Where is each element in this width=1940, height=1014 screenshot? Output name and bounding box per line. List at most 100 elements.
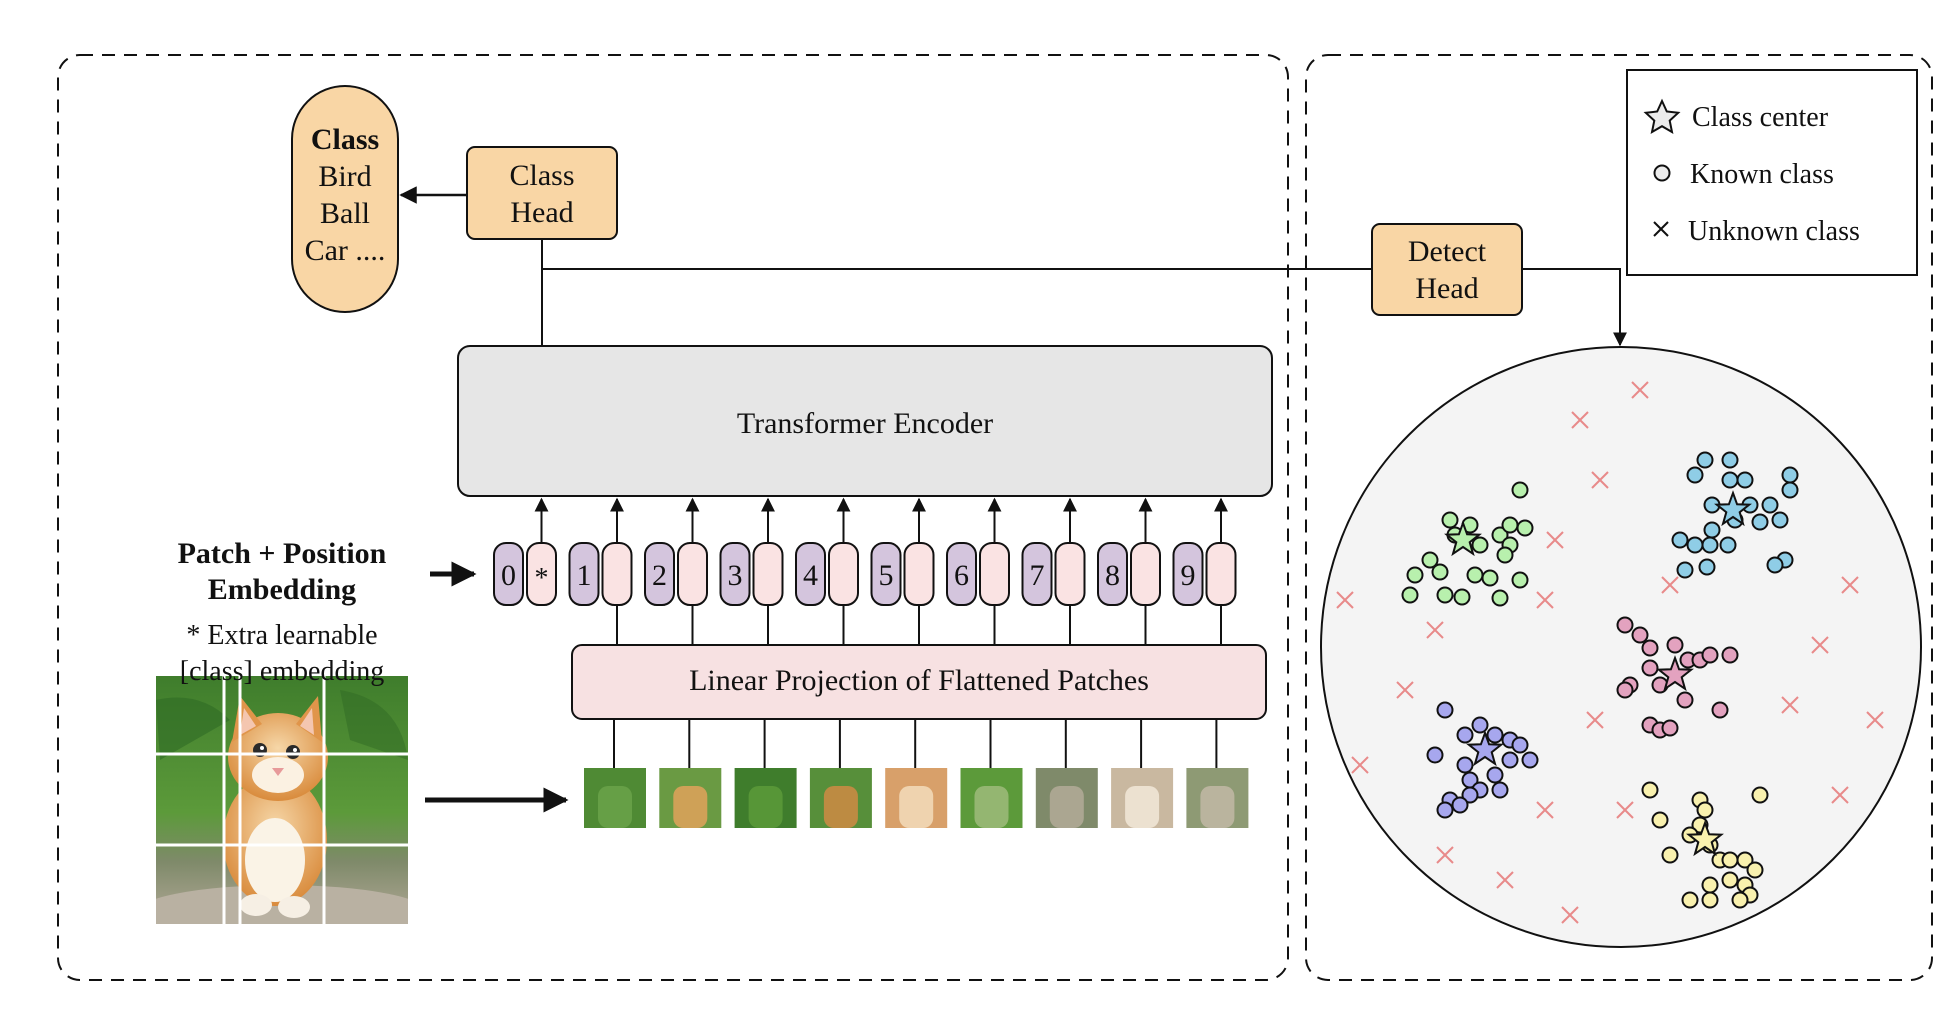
circle-icon (1453, 588, 1471, 606)
circle-icon (1616, 616, 1634, 634)
legend-center-label: Class center (1692, 102, 1829, 133)
class-output-item: Ball (320, 197, 370, 230)
circle-icon (1701, 891, 1719, 909)
circle-icon (1719, 536, 1737, 554)
star-icon (1686, 820, 1724, 857)
position-embedding-token (719, 542, 751, 606)
circle-icon (1651, 811, 1669, 829)
position-embedding-label: 1 (577, 559, 592, 592)
position-embedding-label: 0 (501, 559, 516, 592)
circle-icon (1721, 471, 1739, 489)
embedding-note: * Extra learnable (186, 620, 377, 651)
cross-icon (1546, 531, 1564, 549)
class-head-label: Class (509, 159, 574, 192)
star-icon (1444, 520, 1482, 557)
patch-embedding-token (1130, 542, 1161, 606)
circle-icon (1751, 786, 1769, 804)
cross-icon (1831, 786, 1849, 804)
cross-icon (1571, 411, 1589, 429)
position-embedding-token (1021, 542, 1053, 606)
circle-icon (1461, 786, 1479, 804)
image-patch-detail (1125, 786, 1160, 828)
patch-embedding-token (677, 542, 708, 606)
patch-embedding-token (979, 542, 1010, 606)
image-patch-detail (899, 786, 934, 828)
feature-space-points (1336, 381, 1884, 924)
circle-icon (1516, 519, 1534, 537)
circle-icon (1761, 496, 1779, 514)
cross-icon (1661, 576, 1679, 594)
circle-icon (1436, 586, 1454, 604)
image-patch-detail (598, 786, 632, 828)
image-patch-detail (748, 786, 783, 828)
cross-icon (1586, 711, 1604, 729)
circle-icon (1511, 571, 1529, 589)
star-icon (1656, 655, 1694, 692)
circle-icon (1721, 851, 1739, 869)
circle-icon (1641, 781, 1659, 799)
circle-icon (1511, 736, 1529, 754)
circle-icon (1721, 871, 1739, 889)
circle-icon (1681, 891, 1699, 909)
circle-icon (1746, 861, 1764, 879)
right-panel-border (1305, 54, 1933, 981)
cross-icon (1426, 621, 1444, 639)
transformer-encoder-box (457, 345, 1273, 497)
cross-icon (1496, 871, 1514, 889)
class-head-label: Head (510, 196, 573, 229)
circle-icon (1676, 691, 1694, 709)
circle-icon (1471, 716, 1489, 734)
cross-icon (1866, 711, 1884, 729)
patch-embedding-token (1205, 542, 1237, 606)
embedding-title: Embedding (208, 573, 356, 606)
position-embedding-label: 8 (1105, 559, 1120, 592)
circle-icon (1711, 701, 1729, 719)
circle-icon (1481, 569, 1499, 587)
circle-icon (1456, 726, 1474, 744)
position-embedding-token (946, 542, 977, 606)
position-embedding-label: 4 (803, 559, 818, 592)
circle-icon (1721, 646, 1739, 664)
circle-icon (1511, 481, 1529, 499)
cross-icon (1536, 591, 1554, 609)
circle-icon (1491, 589, 1509, 607)
circle-icon (1771, 511, 1789, 529)
circle-icon (1766, 556, 1784, 574)
left-panel-border (57, 54, 1289, 981)
circle-icon (1721, 451, 1739, 469)
patch-embedding-token (828, 542, 859, 606)
class-output-pill (291, 85, 399, 313)
circle-icon (1401, 586, 1419, 604)
patch-embedding-token (752, 542, 784, 606)
circle-icon (1521, 751, 1539, 769)
class-token-label: * (535, 563, 549, 594)
circle-icon (1701, 646, 1719, 664)
circle-icon (1671, 531, 1689, 549)
linear-projection-label: Linear Projection of Flattened Patches (689, 664, 1149, 697)
circle-icon (1501, 751, 1519, 769)
circle-icon (1661, 846, 1679, 864)
cross-icon (1616, 801, 1634, 819)
position-embedding-label: 5 (879, 559, 894, 592)
circle-icon (1491, 781, 1509, 799)
circle-icon (1653, 164, 1671, 182)
image-patch-detail (1049, 786, 1084, 828)
circle-icon (1701, 876, 1719, 894)
position-embedding-label: 3 (728, 559, 743, 592)
embedding-title: Patch + Position (178, 537, 387, 570)
circle-icon (1736, 851, 1754, 869)
image-patch-row (584, 719, 1249, 828)
circle-icon (1421, 551, 1439, 569)
patch-embedding-token (1054, 542, 1086, 606)
circle-icon (1426, 746, 1444, 764)
image-patch-detail (974, 786, 1009, 828)
circle-icon (1436, 701, 1454, 719)
input-kitten-image (156, 676, 408, 924)
image-patch-detail (823, 786, 858, 828)
legend-unknown-label: Unknown class (1688, 216, 1860, 247)
circle-icon (1696, 451, 1714, 469)
cross-icon (1396, 681, 1414, 699)
circle-icon (1781, 481, 1799, 499)
detect-head-to-feature-space-arrow (1522, 268, 1627, 347)
circle-icon (1441, 511, 1459, 529)
